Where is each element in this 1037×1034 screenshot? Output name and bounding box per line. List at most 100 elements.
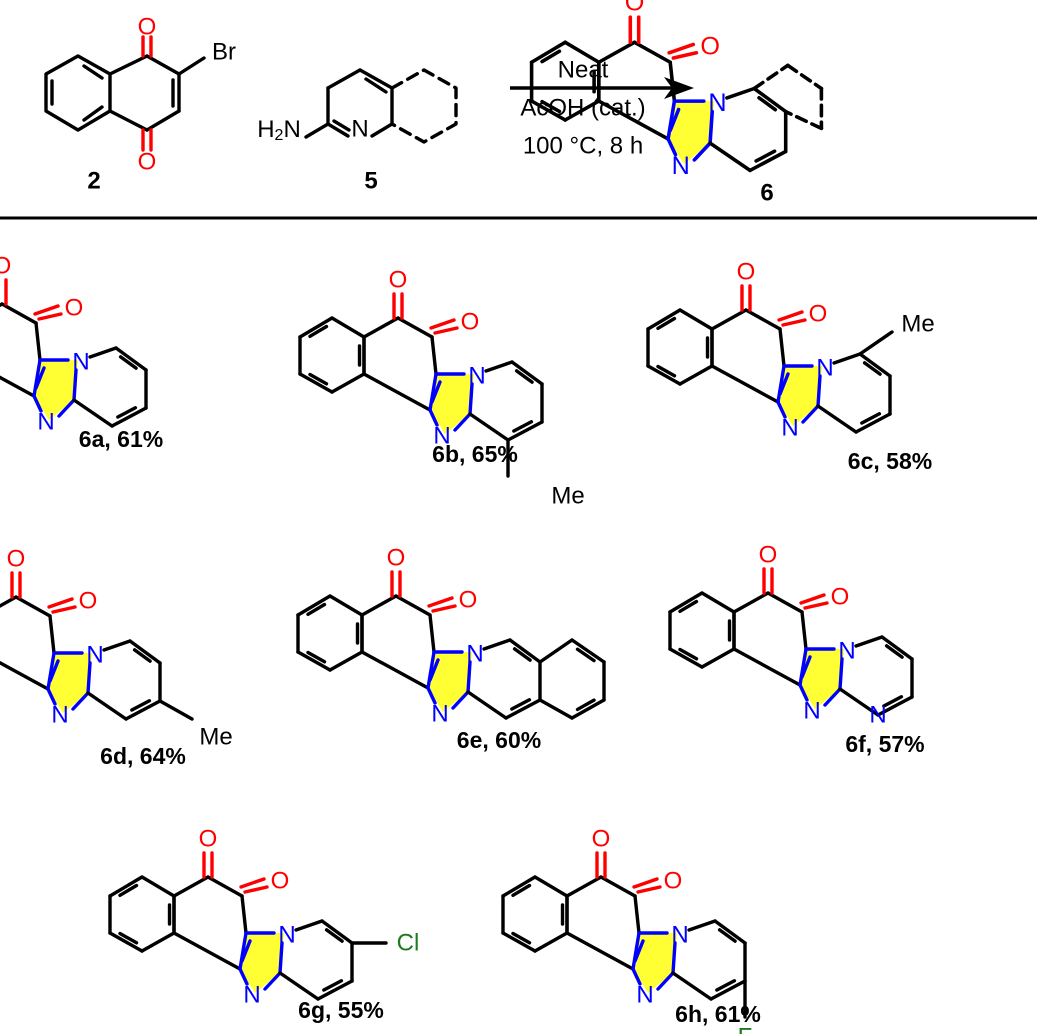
bond — [671, 971, 713, 1001]
bridgehead-nitrogen: N — [86, 642, 103, 669]
double-bond-inner — [540, 49, 562, 64]
oxygen-atom: O — [387, 545, 406, 572]
bond — [816, 404, 858, 434]
imidazole-bond — [666, 137, 678, 157]
imidazole-inner-bond — [428, 658, 440, 682]
imidazole-inner-bond — [240, 939, 252, 963]
product-6a-label: 6a, 61% — [79, 426, 163, 452]
double-bond-inner — [116, 406, 138, 419]
bond — [838, 687, 880, 717]
bond — [0, 302, 38, 325]
oxygen-atom: O — [700, 33, 720, 61]
reactant-5-amino-group: H2N — [257, 116, 301, 144]
double-bond-inner — [656, 316, 677, 331]
amino-n: N — [283, 116, 300, 143]
imidazole-bond — [816, 374, 822, 408]
bond — [158, 699, 194, 721]
bond — [328, 650, 364, 672]
imidazole-bond — [238, 967, 249, 986]
bond — [298, 372, 334, 394]
amino-subscript: 2 — [275, 127, 284, 144]
imidazole-nitrogen: N — [431, 701, 448, 728]
dashed-optional-ring-bond — [752, 63, 790, 91]
bond — [102, 639, 132, 652]
bond — [88, 346, 118, 359]
carbonyl-bond — [243, 885, 269, 894]
bond — [362, 372, 432, 412]
bond — [752, 86, 788, 114]
bond — [108, 931, 144, 953]
imidazole-nitrogen: N — [51, 702, 68, 729]
double-bond-inner — [717, 928, 737, 943]
carbonyl-bond — [431, 604, 457, 613]
double-bond-inner — [130, 699, 152, 712]
product-6h-label: 6h, 61% — [675, 1001, 761, 1027]
bond — [172, 875, 210, 898]
double-bond-inner — [512, 420, 534, 433]
bond — [748, 149, 788, 173]
bond — [529, 40, 567, 65]
bond — [710, 308, 748, 331]
bond — [294, 919, 324, 932]
bond — [124, 699, 162, 721]
imidazole-bond — [71, 691, 90, 711]
reactant-2-structure — [44, 35, 206, 152]
imidazole-bond — [708, 109, 714, 145]
double-bond-inner — [308, 372, 329, 386]
bond — [34, 321, 42, 362]
double-bond-inner — [862, 361, 882, 376]
imidazole-bond — [46, 651, 56, 691]
oxygen-atom: O — [79, 588, 98, 615]
bond — [328, 594, 364, 617]
bond — [766, 591, 804, 614]
imidazole-bond — [451, 690, 470, 710]
bond — [240, 894, 248, 935]
product-6h-structure: OONNF — [501, 826, 752, 1034]
imidazole-nitrogen: N — [37, 409, 54, 436]
bond — [678, 364, 714, 386]
dashed-optional-ring-bond — [783, 109, 824, 131]
oxygen-atom: O — [389, 267, 408, 294]
carbonyl-bond — [803, 601, 829, 610]
imidazole-inner-bond — [633, 939, 645, 963]
imidazole-bond — [798, 683, 809, 702]
carbonyl-bond — [51, 605, 77, 614]
reactant-2-oxygen-top: O — [138, 14, 157, 41]
dashed-optional-ring-bond — [786, 63, 824, 91]
bond — [330, 372, 366, 394]
product-6c-label: 6c, 58% — [848, 448, 932, 474]
imidazole-bond — [238, 931, 248, 971]
oxygen-atom: O — [7, 546, 26, 573]
oxygen-atom: O — [459, 587, 478, 614]
bond — [744, 308, 782, 331]
bond — [108, 875, 144, 898]
oxygen-atom: O — [592, 826, 611, 853]
double-bond-inner — [678, 599, 699, 614]
bond — [72, 398, 114, 428]
bond — [114, 346, 148, 372]
bond — [482, 638, 512, 651]
bond — [330, 316, 366, 339]
bond — [597, 40, 637, 65]
bond — [86, 691, 128, 721]
double-bond-inner — [884, 644, 904, 659]
bond — [633, 894, 641, 935]
imidazole-bond — [46, 687, 57, 706]
imidazole-bond — [426, 686, 437, 705]
bridgehead-nitrogen: N — [466, 641, 483, 668]
double-bond-inner — [324, 928, 344, 943]
double-bond-inner — [575, 698, 596, 712]
bond — [565, 875, 603, 898]
imidazole-inner-bond — [800, 655, 812, 679]
bond — [632, 40, 672, 65]
bond — [725, 86, 756, 100]
imidazole-bond — [692, 141, 712, 162]
double-bond-inner — [308, 324, 329, 339]
double-bond-inner — [322, 979, 344, 992]
bond — [646, 308, 682, 331]
carbonyl-bond — [777, 310, 804, 322]
oxygen-atom: O — [0, 253, 11, 280]
